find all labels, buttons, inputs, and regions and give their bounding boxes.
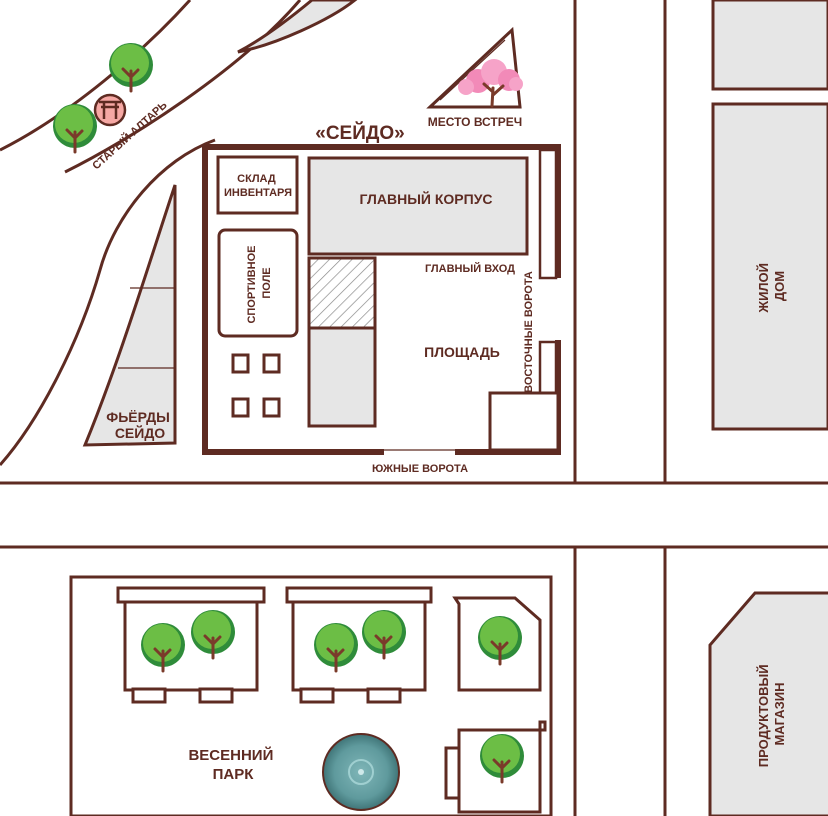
campus-wall-east-south <box>455 340 561 455</box>
main-building <box>307 156 529 256</box>
hatched-block <box>307 256 377 330</box>
block-top-right <box>711 0 828 91</box>
south-gate-label: ЮЖНЫЕ ВОРОТА <box>372 463 468 475</box>
campus-wall-west-north <box>202 144 561 455</box>
grey-block <box>307 326 377 428</box>
storage-label: СКЛАД ИНВЕНТАРЯ <box>224 173 292 199</box>
fjords-label: ФЬЁРДЫ СЕЙДО <box>106 409 173 441</box>
main-building-label: ГЛАВНЫЙ КОРПУС <box>359 190 492 207</box>
fountain-icon <box>322 733 400 811</box>
spring-park-label: ВЕСЕННИЙ ПАРК <box>188 746 277 783</box>
sakura-tree-icon <box>458 59 523 108</box>
residential-label: ЖИЛОЙ ДОМ <box>756 259 787 313</box>
meeting-place-label: МЕСТО ВСТРЕЧ <box>428 115 522 129</box>
road-curve-1 <box>0 0 192 152</box>
grocery-label: ПРОДУКТОВЫЙ МАГАЗИН <box>756 661 787 767</box>
road-curve-3 <box>0 138 216 466</box>
torii-gate-icon <box>93 93 127 127</box>
residential-building <box>711 102 828 431</box>
storage-building <box>216 155 299 215</box>
park-outline <box>69 575 553 816</box>
square-label: ПЛОЩАДЬ <box>424 344 500 360</box>
small-squares <box>231 353 281 418</box>
east-gate-label: ВОСТОЧНЫЕ ВОРОТА <box>523 271 535 393</box>
park-bed-2-top <box>285 586 433 604</box>
grass-strip <box>237 0 358 54</box>
park-bed-2 <box>291 598 427 692</box>
sports-field-label: СПОРТИВНОЕ ПОЛЕ <box>246 242 273 323</box>
school-label: «СЕЙДО» <box>315 122 405 144</box>
east-strip <box>538 148 558 280</box>
park-bed-1-top <box>116 586 266 604</box>
fjords-dividers <box>118 287 175 369</box>
grocery-building <box>708 591 828 816</box>
main-entrance-label: ГЛАВНЫЙ ВХОД <box>425 262 515 275</box>
corner-block <box>488 391 560 452</box>
road-curve-2 <box>64 0 302 174</box>
sports-field <box>217 228 299 338</box>
fjords-area <box>82 184 177 447</box>
east-gate-post <box>538 340 558 396</box>
meeting-place-inner-line <box>439 39 506 101</box>
